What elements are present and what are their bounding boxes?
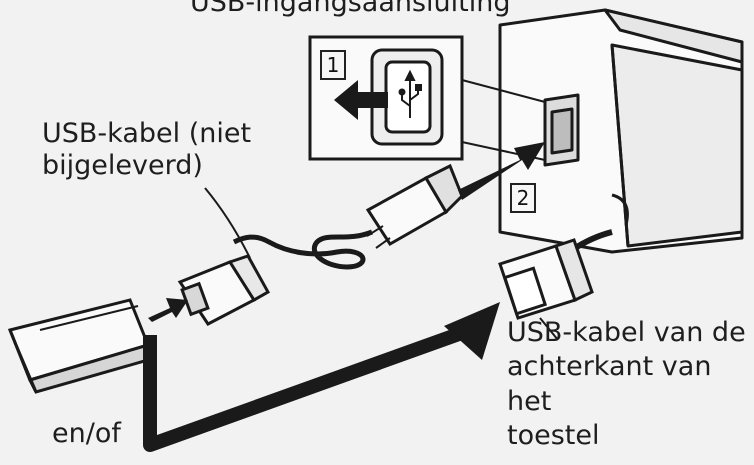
label-usb-socket: USB-ingangsaansluiting: [190, 0, 511, 18]
usb-icon: [398, 69, 422, 118]
cable-connector-front: [232, 163, 464, 270]
remove-arrow: [334, 80, 388, 120]
label-and-or: en/of: [52, 418, 121, 449]
head-unit: [498, 8, 744, 254]
step-number-1: 1: [320, 50, 346, 80]
usb-cable-female: [177, 187, 271, 326]
usb-flash-drive: [7, 298, 151, 394]
stick-arrow: [148, 298, 188, 322]
step-number-2: 2: [510, 183, 536, 213]
label-rear-usb-cable: USB-kabel van de achterkant van het toes…: [507, 317, 746, 451]
insert-arrow: [458, 142, 545, 200]
label-usb-cable: USB-kabel (niet bijgeleverd): [42, 118, 252, 182]
rear-usb-cable: [498, 229, 613, 341]
and-or-arrow: [143, 302, 500, 452]
